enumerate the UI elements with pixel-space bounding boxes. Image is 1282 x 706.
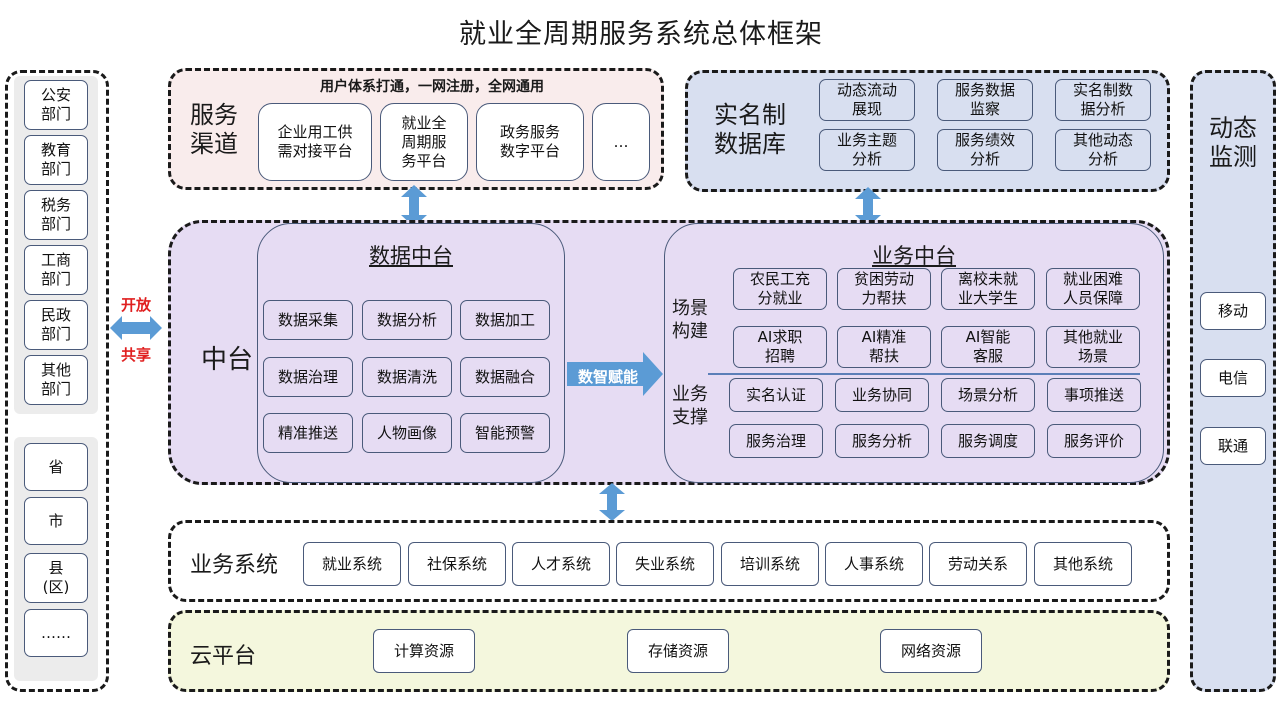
scene-item: 就业困难 人员保障 (1046, 268, 1140, 310)
support-item: 事项推送 (1047, 378, 1141, 412)
data-platform-item: 数据融合 (460, 357, 550, 397)
scene-label: 场景 构建 (672, 298, 708, 342)
monitor-item: 电信 (1200, 359, 1266, 397)
business-platform-title: 业务中台 (872, 244, 956, 268)
data-platform-item: 人物画像 (362, 413, 452, 453)
scene-item: AI求职 招聘 (733, 326, 827, 368)
arrow-service-middle (401, 185, 427, 227)
open-share-arrow (110, 315, 162, 345)
cloud-resource-item: 网络资源 (880, 629, 982, 673)
department-box: 工商 部门 (24, 245, 88, 295)
realname-db-item: 服务数据 监察 (937, 79, 1033, 121)
scene-item: 其他就业 场景 (1046, 326, 1140, 368)
left-departments-panel (5, 70, 109, 692)
page-title: 就业全周期服务系统总体框架 (459, 19, 823, 50)
service-channel-item: … (592, 103, 650, 181)
business-system-item: 人事系统 (825, 542, 923, 586)
scene-item: AI精准 帮扶 (837, 326, 931, 368)
data-platform-title: 数据中台 (369, 244, 453, 268)
cloud-resource-item: 计算资源 (373, 629, 475, 673)
realname-db-item: 其他动态 分析 (1055, 129, 1151, 171)
scene-item: AI智能 客服 (941, 326, 1035, 368)
support-item: 服务治理 (729, 424, 823, 458)
business-divider (708, 373, 1140, 375)
business-system-item: 就业系统 (303, 542, 401, 586)
arrow-middle-business (599, 483, 625, 521)
business-system-item: 其他系统 (1034, 542, 1132, 586)
arrow-db-middle (855, 187, 881, 227)
department-box: 教育 部门 (24, 135, 88, 185)
cloud-label: 云平台 (190, 644, 257, 669)
monitor-label: 动态 监测 (1209, 114, 1257, 171)
data-platform-item: 数据分析 (362, 300, 452, 340)
department-box: 其他 部门 (24, 355, 88, 405)
cloud-resource-item: 存储资源 (627, 629, 729, 673)
business-system-item: 培训系统 (721, 542, 819, 586)
service-channel-label: 服务 渠道 (190, 101, 238, 158)
level-box: 县 (区) (24, 553, 88, 603)
business-system-label: 业务系统 (190, 553, 279, 578)
department-box: 税务 部门 (24, 190, 88, 240)
support-item: 服务调度 (941, 424, 1035, 458)
open-share-label-top: 开放 (120, 296, 151, 314)
business-system-item: 社保系统 (408, 542, 506, 586)
business-system-item: 劳动关系 (929, 542, 1027, 586)
middle-label: 中台 (201, 345, 254, 375)
business-system-item: 人才系统 (512, 542, 610, 586)
service-channel-header: 用户体系打通，一网注册，全网通用 (320, 79, 544, 95)
support-item: 服务评价 (1047, 424, 1141, 458)
data-platform-item: 精准推送 (263, 413, 353, 453)
support-label: 业务 支撑 (672, 384, 708, 428)
service-channel-item: 企业用工供 需对接平台 (258, 103, 372, 181)
scene-item: 贫困劳动 力帮扶 (837, 268, 931, 310)
support-item: 业务协同 (835, 378, 929, 412)
open-share-label-bottom: 共享 (120, 346, 151, 364)
data-platform-item: 数据采集 (263, 300, 353, 340)
department-box: 公安 部门 (24, 80, 88, 130)
realname-db-item: 服务绩效 分析 (937, 129, 1033, 171)
business-system-item: 失业系统 (616, 542, 714, 586)
service-channel-item: 就业全 周期服 务平台 (380, 103, 468, 181)
scene-item: 离校未就 业大学生 (941, 268, 1035, 310)
data-platform-item: 数据治理 (263, 357, 353, 397)
scene-item: 农民工充 分就业 (733, 268, 827, 310)
monitor-item: 移动 (1200, 292, 1266, 330)
data-platform-item: 数据清洗 (362, 357, 452, 397)
support-item: 场景分析 (941, 378, 1035, 412)
level-box: 省 (24, 443, 88, 491)
monitor-item: 联通 (1200, 427, 1266, 465)
level-box: …… (24, 609, 88, 657)
realname-db-label: 实名制 数据库 (714, 101, 786, 158)
level-box: 市 (24, 497, 88, 545)
data-platform-item: 数据加工 (460, 300, 550, 340)
department-box: 民政 部门 (24, 300, 88, 350)
realname-db-item: 实名制数 据分析 (1055, 79, 1151, 121)
service-channel-item: 政务服务 数字平台 (476, 103, 584, 181)
support-item: 服务分析 (835, 424, 929, 458)
empower-arrow (567, 352, 663, 400)
empower-label: 数智赋能 (577, 368, 638, 386)
realname-db-item: 动态流动 展现 (819, 79, 915, 121)
realname-db-item: 业务主题 分析 (819, 129, 915, 171)
data-platform-item: 智能预警 (460, 413, 550, 453)
support-item: 实名认证 (729, 378, 823, 412)
